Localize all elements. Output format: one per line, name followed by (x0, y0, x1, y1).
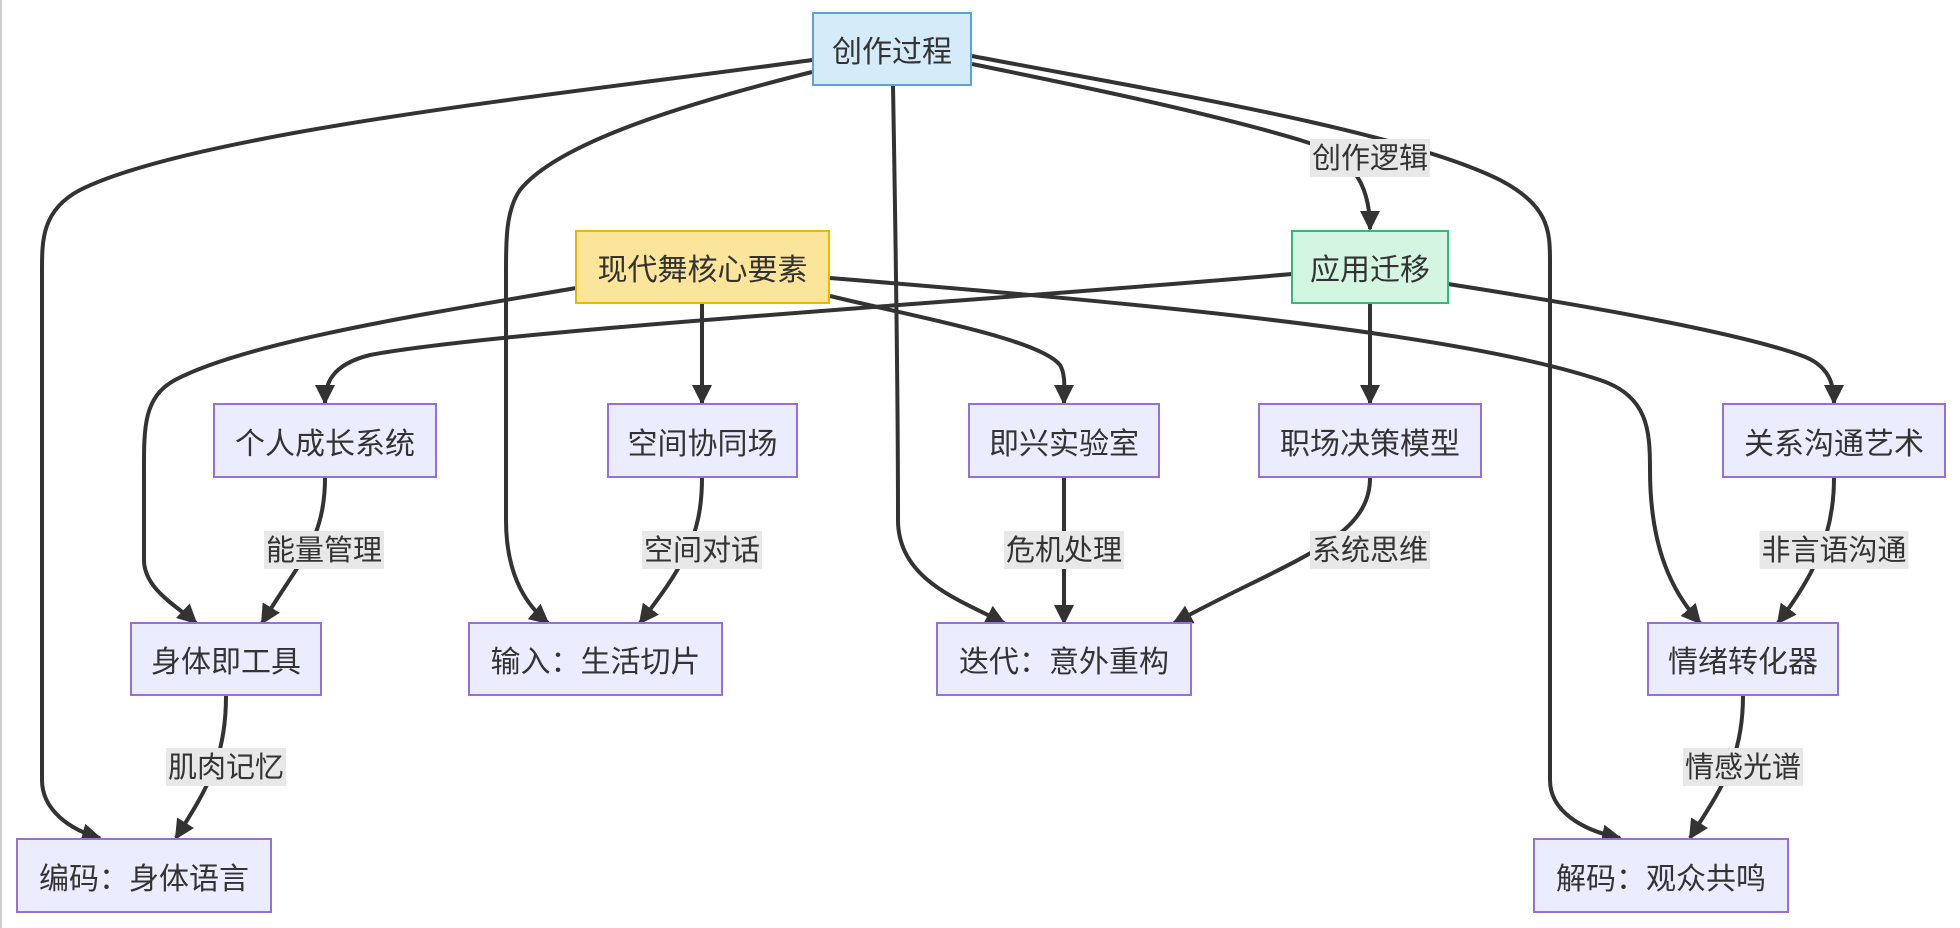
edge-apply-to-relation (1447, 282, 1844, 405)
node-modern-dance-core: 现代舞核心要素 (575, 230, 830, 304)
left-border (0, 0, 2, 928)
edge-process-to-encode (40, 58, 813, 844)
edge-core-to-emotion (829, 276, 1702, 625)
node-personal-growth: 个人成长系统 (213, 403, 437, 478)
label-muscle-memory: 肌肉记忆 (165, 748, 287, 786)
label-energy-management: 能量管理 (263, 531, 385, 569)
node-encode-body-language: 编码：身体语言 (16, 838, 272, 913)
edge-apply-to-growth (315, 272, 1293, 405)
edge-process-to-input (504, 70, 813, 625)
label-creative-logic: 创作逻辑 (1309, 139, 1431, 177)
node-body-as-tool: 身体即工具 (130, 622, 322, 696)
node-improv-lab: 即兴实验室 (968, 403, 1160, 478)
node-workplace-decision: 职场决策模型 (1258, 403, 1482, 478)
node-iterate-reconstruct: 迭代：意外重构 (936, 622, 1192, 696)
node-application-transfer: 应用迁移 (1291, 230, 1449, 304)
node-creative-process: 创作过程 (812, 12, 972, 86)
label-emotional-spectrum: 情感光谱 (1682, 748, 1804, 786)
edge-core-to-improv (829, 294, 1075, 405)
node-space-field: 空间协同场 (607, 403, 798, 478)
label-systems-thinking: 系统思维 (1309, 531, 1431, 569)
node-relationship-communication: 关系沟通艺术 (1722, 403, 1946, 478)
edge-core-to-bodytool (141, 286, 577, 625)
edge-process-to-decode (971, 54, 1622, 845)
label-nonverbal-communication: 非言语沟通 (1759, 531, 1909, 569)
node-emotion-converter: 情绪转化器 (1647, 622, 1839, 696)
label-crisis-handling: 危机处理 (1003, 531, 1125, 569)
edge-process-to-iterate (891, 85, 1006, 625)
node-decode-audience-resonance: 解码：观众共鸣 (1533, 838, 1789, 913)
edge-process-to-apply (971, 62, 1380, 231)
node-input-life-slices: 输入：生活切片 (468, 622, 723, 696)
label-space-dialogue: 空间对话 (641, 531, 763, 569)
